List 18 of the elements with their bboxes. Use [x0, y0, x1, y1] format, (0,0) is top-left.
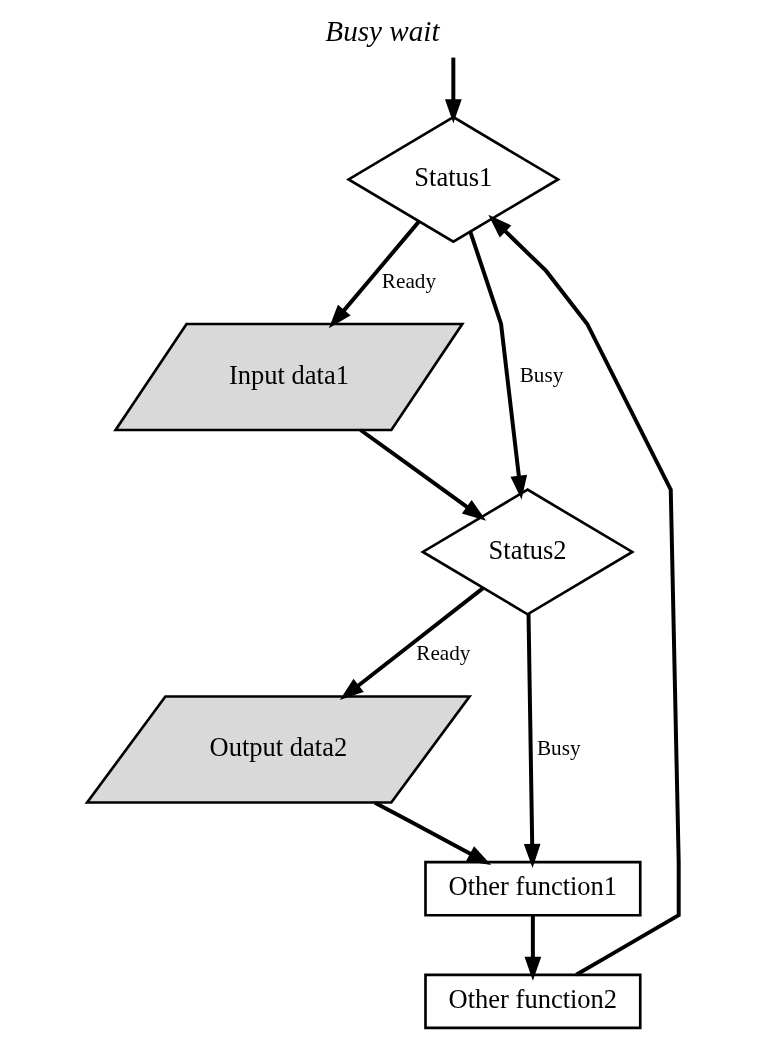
- node-diamond: Status2: [419, 488, 635, 616]
- node-box: Other function2: [423, 973, 642, 1030]
- edge-label: Ready: [381, 268, 436, 293]
- arrow: [358, 428, 486, 521]
- node-diamond: Status1: [345, 115, 561, 244]
- arrow: [487, 214, 681, 977]
- arrow: [444, 57, 462, 124]
- arrow: [373, 800, 491, 865]
- edge-label: Ready: [415, 641, 470, 666]
- edge-label: Busy: [519, 363, 563, 388]
- arrow: [339, 586, 484, 701]
- edge-label: Busy: [536, 735, 581, 760]
- arrow: [523, 613, 541, 868]
- node-box: Other function1: [423, 860, 642, 917]
- arrow: [468, 231, 527, 500]
- arrow: [524, 915, 541, 981]
- diagram-title: Busy wait: [324, 15, 440, 48]
- arrow: [328, 220, 420, 329]
